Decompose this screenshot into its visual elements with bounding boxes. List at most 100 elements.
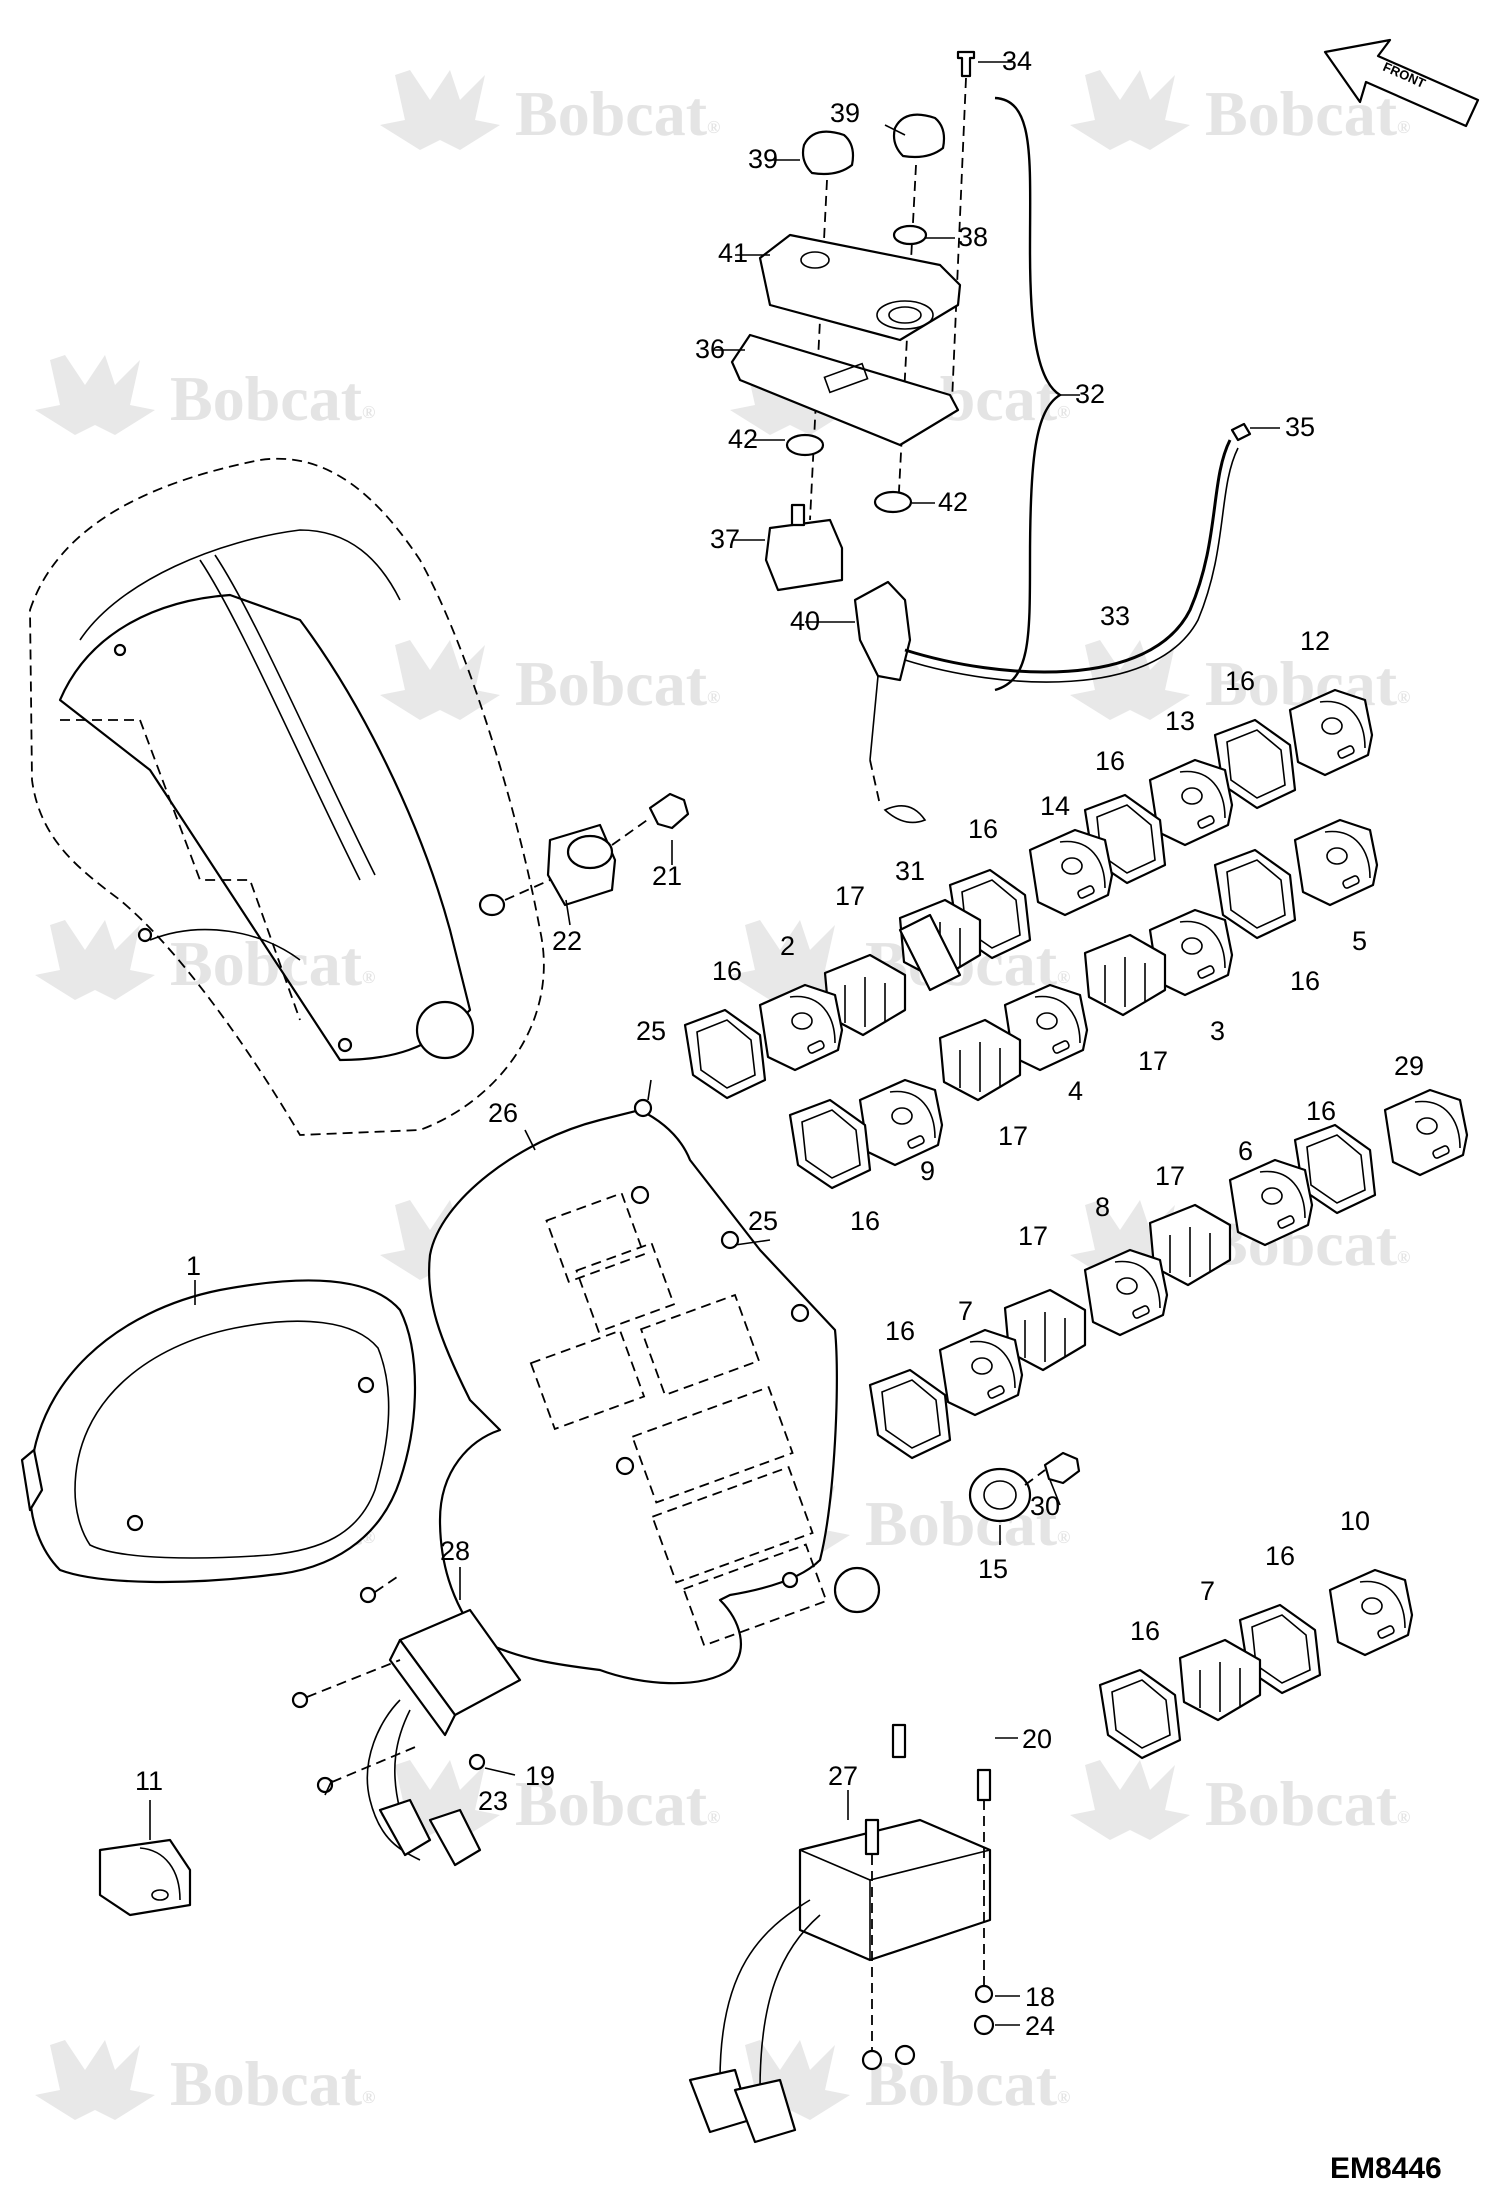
callout-7: 7 <box>1200 1576 1215 1606</box>
callout-14: 14 <box>1040 791 1070 821</box>
nut-24 <box>973 2014 995 2036</box>
callout-34: 34 <box>1002 46 1032 76</box>
block-17 <box>938 1018 1022 1102</box>
switch-banks <box>683 688 1469 1760</box>
callout-36: 36 <box>695 334 725 364</box>
module-27 <box>688 1723 995 2144</box>
callout-16: 16 <box>1290 966 1320 996</box>
block-31 <box>898 913 962 992</box>
plate-41 <box>758 233 962 342</box>
callout-1: 1 <box>186 1251 201 1281</box>
callout-8: 8 <box>1095 1192 1110 1222</box>
panel-36 <box>730 333 960 447</box>
switch-11 <box>98 1838 192 1917</box>
callout-6: 6 <box>1238 1136 1253 1166</box>
callout-labels: 3439393841363242423740353312161316141631… <box>135 46 1424 2041</box>
switch-2 <box>758 983 844 1072</box>
watermark-text: Bobcat® <box>1205 78 1410 149</box>
washer-42-left <box>785 433 825 457</box>
watermark: Bobcat® <box>35 920 375 1000</box>
callout-17: 17 <box>1018 1221 1048 1251</box>
callout-4: 4 <box>1068 1076 1083 1106</box>
washer-42-right <box>873 490 913 514</box>
clip-35 <box>1230 422 1252 442</box>
watermark-text: Bobcat® <box>515 648 720 719</box>
block-17 <box>1083 933 1167 1017</box>
switch-6 <box>1228 1158 1314 1247</box>
callout-22: 22 <box>552 926 582 956</box>
screw-34 <box>956 50 976 78</box>
callout-3: 3 <box>1210 1016 1225 1046</box>
callout-28: 28 <box>440 1536 470 1566</box>
knob-39-right <box>892 113 946 159</box>
callout-15: 15 <box>978 1554 1008 1584</box>
key-switch-group <box>478 792 690 917</box>
callout-23: 23 <box>478 1786 508 1816</box>
module-28 <box>291 1574 522 1867</box>
watermark: Bobcat® <box>1070 70 1410 150</box>
switch-9 <box>858 1078 944 1167</box>
panel-26 <box>427 1098 881 1685</box>
callout-17: 17 <box>1138 1046 1168 1076</box>
switch-8 <box>1083 1248 1169 1337</box>
callout-16: 16 <box>1265 1541 1295 1571</box>
callout-27: 27 <box>828 1761 858 1791</box>
callout-21: 21 <box>652 861 682 891</box>
switch-7 <box>938 1328 1024 1417</box>
upper-assembly <box>730 50 1252 824</box>
callout-16: 16 <box>712 956 742 986</box>
watermark-text: Bobcat® <box>515 78 720 149</box>
bracket-16 <box>683 1008 767 1100</box>
watermark: Bobcat® <box>380 640 720 720</box>
callout-38: 38 <box>958 222 988 252</box>
switch-14 <box>1028 828 1114 917</box>
callout-35: 35 <box>1285 412 1315 442</box>
watermark-text: Bobcat® <box>515 1768 720 1839</box>
callout-33: 33 <box>1100 601 1130 631</box>
callout-7: 7 <box>958 1296 973 1326</box>
callout-29: 29 <box>1394 1051 1424 1081</box>
bracket-16 <box>1213 848 1297 940</box>
callout-20: 20 <box>1022 1724 1052 1754</box>
block-7 <box>1178 1638 1262 1722</box>
callout-39: 39 <box>830 98 860 128</box>
watermark-text: Bobcat® <box>170 363 375 434</box>
watermark-text: Bobcat® <box>170 2048 375 2119</box>
watermark-text: Bobcat® <box>1205 1768 1410 1839</box>
callout-10: 10 <box>1340 1506 1370 1536</box>
callout-31: 31 <box>895 856 925 886</box>
screw-20b <box>976 1768 992 1802</box>
leader-lines <box>149 61 1280 2026</box>
nut-38 <box>892 224 928 246</box>
screw-20a <box>891 1723 907 1759</box>
watermark-text: Bobcat® <box>865 1488 1070 1559</box>
switch-29 <box>1383 1088 1469 1177</box>
watermark: Bobcat® <box>35 355 375 435</box>
cable-bracket-40 <box>853 580 912 682</box>
bracket-16 <box>788 1098 872 1190</box>
dash-housing <box>29 457 545 1136</box>
key-30 <box>1043 1451 1081 1485</box>
callout-39: 39 <box>748 144 778 174</box>
bracket-16 <box>868 1368 952 1460</box>
gauge-cluster-1 <box>20 1279 417 1584</box>
callout-2: 2 <box>780 931 795 961</box>
callout-30: 30 <box>1030 1491 1060 1521</box>
callout-16: 16 <box>968 814 998 844</box>
watermark: Bobcat® <box>35 2040 375 2120</box>
key-switch-15-30 <box>968 1451 1081 1523</box>
callout-16: 16 <box>1130 1616 1160 1646</box>
callout-37: 37 <box>710 524 740 554</box>
callout-16: 16 <box>1306 1096 1336 1126</box>
callout-42: 42 <box>728 424 758 454</box>
callout-17: 17 <box>1155 1161 1185 1191</box>
callout-26: 26 <box>488 1098 518 1128</box>
block-17 <box>1003 1288 1087 1372</box>
callout-11: 11 <box>135 1766 163 1796</box>
switch-12 <box>1288 688 1374 777</box>
callout-25: 25 <box>636 1016 666 1046</box>
callout-16: 16 <box>1225 666 1255 696</box>
callout-25: 25 <box>748 1206 778 1236</box>
washer-18 <box>974 1984 994 2004</box>
